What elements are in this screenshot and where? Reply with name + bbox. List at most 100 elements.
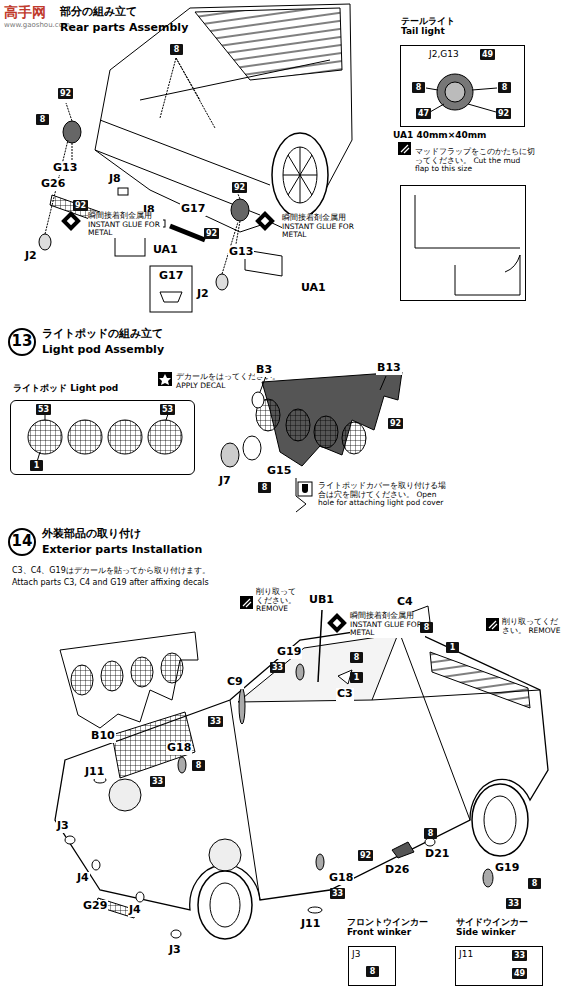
color-callout: 33 (506, 898, 521, 909)
node-heading: UA1 40mm×40mm (393, 130, 533, 140)
color-callout: 1 (446, 642, 459, 653)
front-car-part (210, 883, 240, 927)
part-name: G13 (228, 246, 254, 259)
note: 瞬間接着剤金属用 INSTANT GLUE FOR METAL (282, 214, 357, 240)
light-pod-assembly-part (286, 409, 310, 441)
part-name: D26 (384, 864, 410, 877)
remove-icon-part (401, 145, 409, 153)
decal-icon (158, 372, 172, 386)
color-callout: 92 (496, 108, 511, 119)
part-name: D21 (424, 848, 450, 861)
light-pod-assembly-part (342, 422, 366, 454)
part-name: G18 (166, 742, 192, 755)
watermark: www.gaoshou.com (4, 21, 70, 29)
part-name: J11 (300, 918, 321, 931)
decal-icon-part (158, 372, 172, 386)
light-pod-decal-part (148, 420, 182, 454)
front-car-part (392, 842, 414, 858)
hole-icon-part (302, 484, 308, 493)
color-callout: 53 (160, 404, 175, 415)
part-name: G15 (266, 465, 292, 478)
glue-icon-part (327, 613, 347, 633)
color-callout: 8 (498, 82, 511, 93)
step-heading: 外装部品の取り付け (42, 528, 141, 541)
node-text: J11 (459, 949, 489, 959)
front-car-part (92, 860, 100, 870)
part-name: C4 (396, 596, 414, 609)
front-car-part (109, 779, 141, 811)
rear-car-part (150, 266, 192, 312)
color-callout: 8 (420, 622, 433, 633)
color-callout: 33 (330, 888, 345, 899)
part-name: C9 (226, 676, 244, 689)
color-callout: 33 (270, 662, 285, 673)
rear-car-part (39, 234, 51, 250)
color-callout: 49 (480, 49, 495, 60)
node-heading: ライトポッド Light pod (13, 383, 133, 393)
part-name: G13 (52, 162, 78, 175)
node-text: J3 (352, 949, 382, 959)
rear-car-part (272, 133, 328, 217)
glue-icon-part (67, 217, 75, 225)
front-car-part (472, 784, 528, 856)
front-car-part (316, 854, 324, 870)
color-callout: 33 (150, 776, 165, 787)
light-pod-decal-part (36, 414, 168, 465)
front-car-part (230, 634, 540, 900)
rear-car-part (283, 147, 317, 203)
color-callout: 92 (58, 88, 73, 99)
part-name: G26 (40, 178, 66, 191)
node-text: マッドフラップをこのかたちに切ってください。 Cut the mud flap … (415, 148, 535, 174)
remove-icon-part (489, 621, 497, 629)
remove-icon-part (243, 599, 251, 607)
step-number: 13 (8, 328, 36, 356)
node-heading: サイドウインカー Side winker (456, 917, 538, 938)
color-callout: 1 (350, 672, 363, 683)
note: 削り取ってください。 REMOVE (502, 618, 562, 635)
node-text: デカールをはってください。 APPLY DECAL (176, 373, 301, 390)
rear-car-part (95, 4, 352, 236)
rear-car-part (45, 103, 240, 274)
rear-car (39, 4, 352, 312)
color-callout: 33 (512, 950, 527, 961)
front-car-part (198, 871, 252, 939)
part-name: J7 (218, 475, 232, 488)
front-car-part (483, 869, 493, 887)
front-car-part (171, 930, 181, 938)
rear-car-part (231, 199, 249, 221)
front-car-part (308, 907, 322, 913)
step-heading: Exterior parts Installation (42, 544, 202, 557)
part-name: G17 (180, 203, 206, 216)
part-name: J3 (168, 944, 182, 957)
part-name: B13 (376, 362, 402, 375)
part-name: J2 (196, 288, 210, 301)
part-name: G19 (276, 646, 302, 659)
part-name: J11 (84, 766, 105, 779)
color-callout: 8 (424, 828, 437, 839)
front-car (55, 606, 548, 939)
part-name: J3 (56, 820, 70, 833)
tail-light-detail-part (426, 88, 497, 112)
hole-icon (298, 482, 312, 496)
front-car-part (112, 712, 195, 778)
color-callout: 53 (36, 404, 51, 415)
color-callout: 8 (528, 878, 541, 889)
step-heading: Light pod Assembly (42, 344, 164, 357)
part-name: UA1 (300, 282, 327, 295)
part-name: J2 (24, 250, 38, 263)
color-callout: 8 (366, 966, 379, 977)
rear-car-part (160, 58, 215, 128)
rear-car-part (170, 226, 205, 240)
side-winker-box: サイドウインカー Side winkerJ11 (455, 946, 543, 986)
light-pod-assembly-part (252, 392, 264, 408)
step-heading: 部分の組み立て (60, 6, 137, 19)
node-text: J2,G13 (429, 49, 479, 59)
node-heading: 13 (10, 333, 34, 350)
part-name: B3 (255, 364, 273, 377)
part-name: B10 (90, 730, 116, 743)
color-callout: 92 (358, 850, 373, 861)
glue-icon-part (333, 619, 341, 627)
front-car-part (430, 652, 530, 708)
step-heading: ライトポッドの組み立て (42, 328, 163, 341)
remove-icon-part (240, 596, 253, 609)
